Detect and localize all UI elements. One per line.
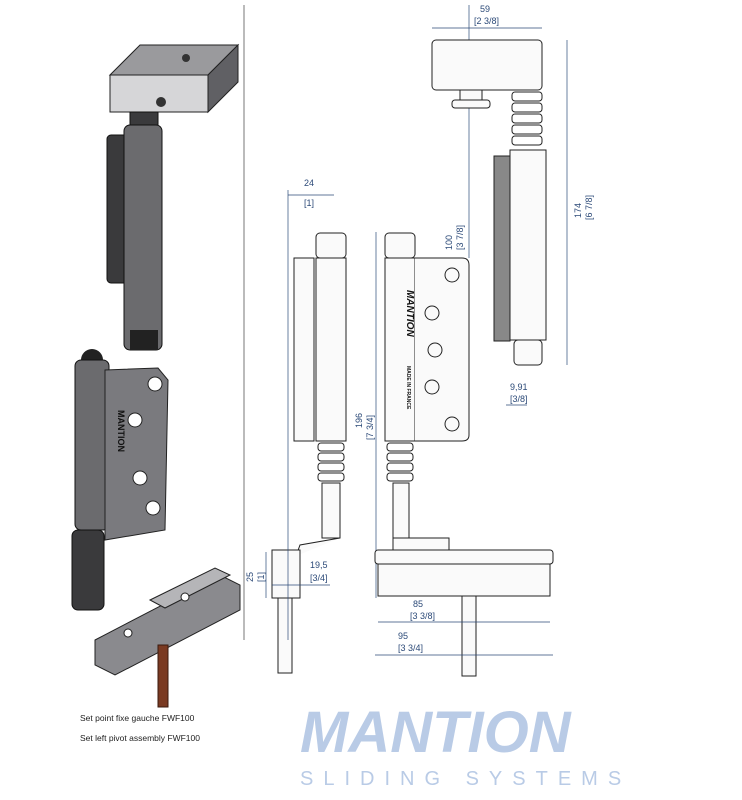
dim-pin-offset-mm: 9,91 [510,382,528,392]
dim-base-depth-in: [3/4] [310,573,328,583]
front-origin-mark: MADE IN FRANCE [405,366,411,410]
dim-base-outer-mm: 95 [398,631,408,641]
dim-base-height-mm: 25 [245,572,255,582]
dim-top-width-in: [2 3/8] [474,16,499,26]
render-base-bracket [94,567,241,708]
watermark-tagline: SLIDING SYSTEMS [300,768,631,790]
dim-leaf-height-mm: 100 [444,235,454,250]
dim-total-height-in: [7 3/4] [365,415,375,440]
dim-side-width-mm: 24 [304,178,314,188]
dim-top-width-mm: 59 [480,4,490,14]
caption-english: Set left pivot assembly FWF100 [80,733,200,743]
render-top-pivot [106,43,240,351]
caption-french: Set point fixe gauche FWF100 [80,713,195,723]
dim-side-width-in: [1] [304,198,314,208]
front-view: MANTION MADE IN FRANCE 85 [3 3/8] 95 [3 … [374,5,554,677]
dim-base-height-in: [1] [256,572,266,582]
dim-total-height-mm: 196 [354,413,364,428]
dim-base-outer-in: [3 3/4] [398,643,423,653]
dim-base-inner-in: [3 3/8] [410,611,435,621]
top-view: 59 [2 3/8] 174 [6 7/8] 9,91 [3/8] [431,4,594,406]
render-brand-mark: MANTION [116,410,126,452]
dim-total-height-right-in: [6 7/8] [584,195,594,220]
front-brand-mark: MANTION [404,290,415,337]
dim-base-inner-mm: 85 [413,599,423,609]
side-view: 24 [1] 196 [7 3/4] 25 [1] 19,5 [3/4] [245,178,377,674]
render-hinge-body: MANTION [71,349,169,611]
watermark-brand: MANTION [300,700,572,765]
dim-total-height-right-mm: 174 [573,203,583,218]
dim-base-depth-mm: 19,5 [310,560,328,570]
dim-leaf-height-in: [3 7/8] [455,225,465,250]
dim-pin-offset-in: [3/8] [510,394,528,404]
